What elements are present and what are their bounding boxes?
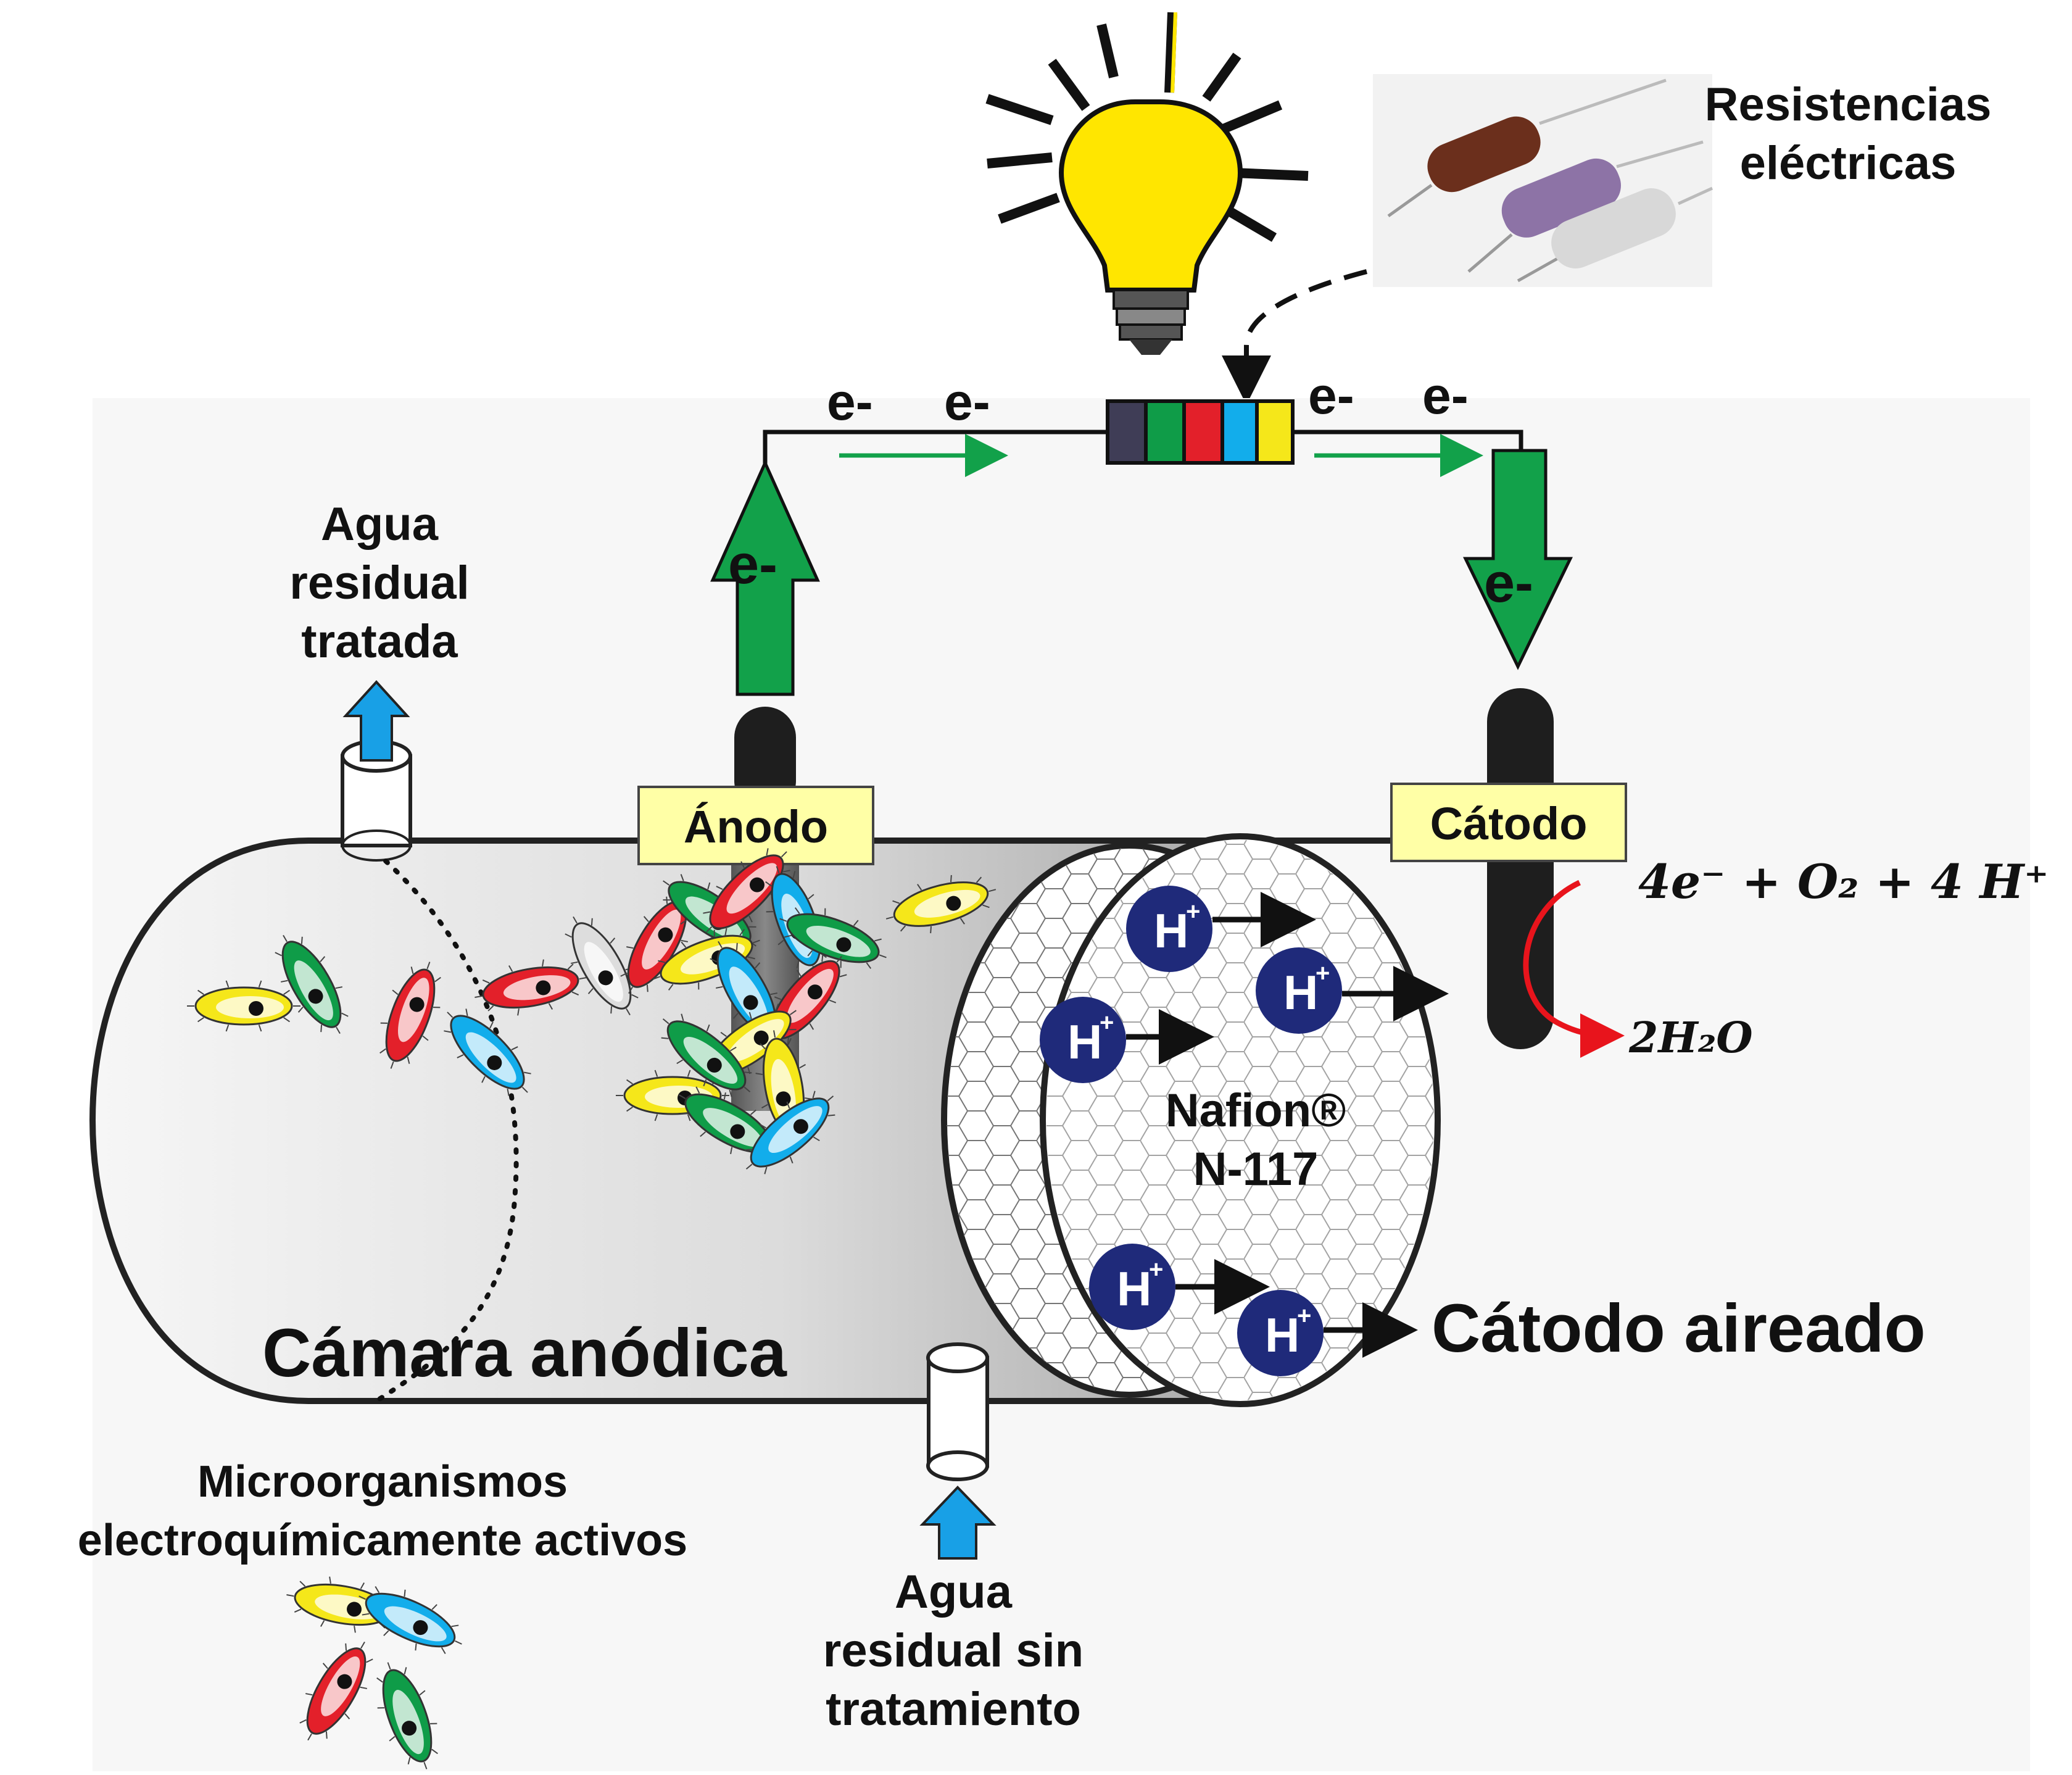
microorganisms-label-1: Microorganismos	[197, 1457, 568, 1507]
proton-4-charge: +	[1149, 1256, 1163, 1283]
proton-3-charge: +	[1100, 1009, 1114, 1036]
proton-2-charge: +	[1316, 960, 1330, 987]
microorganisms-label-2: electroquímicamente activos	[78, 1516, 687, 1565]
membrane-label-1: Nafion®	[1166, 1084, 1346, 1137]
electron-label-2: e-	[944, 373, 990, 431]
bacterium-icon	[710, 941, 784, 1041]
electron-up-label: e-	[728, 534, 777, 596]
resistor-symbol	[1106, 399, 1295, 465]
bacterium-icon	[474, 959, 587, 1016]
untreated-water-label-2: residual sin	[823, 1624, 1084, 1677]
bacterium-icon	[661, 1013, 752, 1097]
bacterium-icon	[779, 907, 887, 969]
resistor-photo-icon	[1373, 74, 1714, 287]
proton-1-label: H	[1154, 904, 1188, 958]
bacterium-icon	[565, 916, 639, 1016]
resistors-label-2: eléctricas	[1740, 137, 1957, 189]
bacterium-icon	[299, 1641, 373, 1741]
treated-water-label-2: residual	[289, 557, 469, 609]
proton-5: H +	[1237, 1290, 1418, 1376]
proton-4: H +	[1089, 1244, 1270, 1330]
bacterium-icon	[703, 848, 790, 936]
anode-label-box	[637, 786, 874, 865]
reaction-product: 2H₂O	[1628, 1013, 1753, 1063]
bacterium-icon	[358, 1586, 462, 1654]
anode-chamber-label: Cámara anódica	[262, 1315, 787, 1391]
electron-label-1: e-	[827, 373, 873, 431]
anode-label: Ánodo	[684, 801, 828, 852]
resistor-pointer	[1222, 269, 1368, 405]
inlet-pipe	[926, 1342, 989, 1481]
bacterium-icon	[275, 934, 349, 1034]
proton-5-label: H	[1265, 1308, 1299, 1362]
bacterium-icon	[444, 1008, 531, 1096]
aerated-cathode-label: Cátodo aireado	[1432, 1291, 1926, 1366]
inlet-arrow-icon	[919, 1486, 997, 1560]
untreated-water-label-1: Agua	[895, 1566, 1013, 1618]
bacterium-icon	[678, 1086, 778, 1160]
proton-1: H +	[1126, 886, 1316, 972]
electron-up-arrow	[710, 459, 820, 696]
reaction-arrow	[1523, 879, 1625, 1058]
bacteria-group	[187, 848, 997, 1769]
electron-label-4: e-	[1422, 367, 1469, 425]
reaction-equation: 4e⁻ + O₂ + 4 H⁺	[1638, 854, 2049, 909]
electron-label-3: e-	[1308, 367, 1354, 425]
cathode-electrode	[1487, 688, 1554, 1049]
proton-3: H +	[1040, 997, 1214, 1083]
proton-2: H +	[1256, 947, 1449, 1034]
proton-2-label: H	[1283, 965, 1318, 1020]
membrane-label-2: N-117	[1193, 1143, 1319, 1195]
anode-electrode-top	[734, 707, 796, 812]
bacterium-icon	[379, 962, 441, 1069]
proton-3-label: H	[1067, 1015, 1102, 1069]
resistors-label-1: Resistencias	[1705, 78, 1992, 131]
bacterium-icon	[885, 875, 997, 934]
electron-down-arrow	[1463, 449, 1573, 670]
treated-water-label-1: Agua	[321, 498, 439, 551]
untreated-water-label-3: tratamiento	[826, 1683, 1081, 1736]
treated-water-label-3: tratada	[301, 615, 458, 668]
proton-1-charge: +	[1186, 898, 1200, 925]
wire-left	[763, 430, 1108, 466]
wire-right	[1293, 430, 1523, 454]
bacterium-icon	[744, 1091, 835, 1174]
bacterium-icon	[187, 980, 300, 1032]
proton-4-label: H	[1117, 1262, 1151, 1316]
cathode-label-box	[1390, 783, 1627, 862]
proton-5-charge: +	[1297, 1302, 1311, 1329]
light-bulb-icon	[985, 12, 1309, 355]
cathode-label: Cátodo	[1430, 798, 1588, 849]
outlet-arrow-icon	[342, 680, 410, 762]
electron-down-label: e-	[1484, 552, 1533, 614]
anode-chamber	[89, 838, 1237, 1404]
bacterium-icon	[376, 1662, 438, 1769]
